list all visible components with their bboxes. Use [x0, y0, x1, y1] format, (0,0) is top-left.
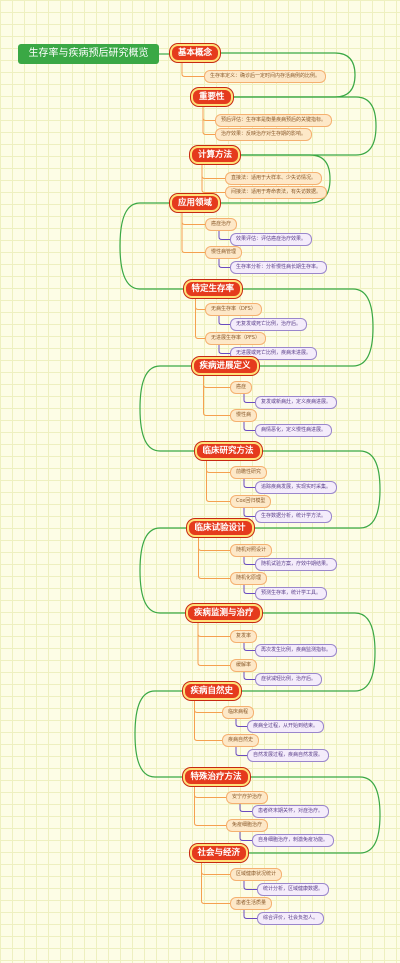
- detail-topic[interactable]: 病情恶化，定义慢性病进展。: [255, 424, 333, 437]
- subtopic[interactable]: 直接法：适用于大样本、少失访情况。: [225, 172, 323, 185]
- section-topic[interactable]: 应用领域: [170, 194, 221, 212]
- detail-topic[interactable]: 无进展或死亡比例，疾病未进展。: [230, 347, 318, 360]
- subtopic[interactable]: 疾病自然史: [222, 734, 260, 747]
- spine-link: [230, 96, 377, 156]
- subtopic[interactable]: 复发率: [230, 630, 258, 643]
- detail-topic[interactable]: 综合评价，社会负担人。: [257, 912, 325, 925]
- detail-topic[interactable]: 患者终末期关怀，对症治疗。: [252, 805, 330, 818]
- spine-link: [213, 154, 331, 204]
- subtopic[interactable]: 癌症: [230, 381, 253, 394]
- spine-link: [234, 776, 381, 854]
- subtopic[interactable]: 无进展生存率（PFS）: [205, 332, 266, 345]
- section-topic[interactable]: 计算方法: [190, 146, 241, 164]
- section-topic[interactable]: 临床试验设计: [186, 519, 254, 537]
- subtopic[interactable]: 临床病程: [222, 706, 255, 719]
- subtopic[interactable]: Cox回归模型: [230, 495, 272, 508]
- section-topic[interactable]: 特定生存率: [183, 280, 243, 298]
- spine-link: [119, 202, 195, 290]
- section-topic[interactable]: 疾病自然史: [182, 682, 242, 700]
- subtopic[interactable]: 无病生存率（DFS）: [205, 303, 262, 316]
- detail-topic[interactable]: 疾病全过程，从开始到结束。: [247, 720, 325, 733]
- subtopic[interactable]: 安宁疗护治疗: [226, 791, 269, 804]
- detail-topic[interactable]: 追踪疾病发展，实现实时采集。: [255, 481, 338, 494]
- section-topic[interactable]: 基本概念: [170, 44, 221, 62]
- section-topic[interactable]: 社会与经济: [189, 844, 249, 862]
- detail-topic[interactable]: 自然发展过程，疾病自然发展。: [247, 749, 330, 762]
- detail-topic[interactable]: 自身细胞治疗，刺激免疫功能。: [252, 834, 335, 847]
- subtopic[interactable]: 区域健康状况统计: [230, 868, 283, 881]
- detail-topic[interactable]: 随机试验方案，疗效中期结果。: [255, 558, 338, 571]
- subtopic[interactable]: 患者生活质量: [230, 897, 273, 910]
- subtopic[interactable]: 随机化原理: [230, 572, 268, 585]
- subtopic[interactable]: 前瞻性研究: [230, 466, 268, 479]
- spine-link: [231, 288, 374, 367]
- detail-topic[interactable]: 复发或新病灶，定义疾病进展。: [255, 396, 338, 409]
- section-topic[interactable]: 疾病进展定义: [191, 357, 259, 375]
- spine-link: [134, 690, 198, 778]
- subtopic[interactable]: 随机对照设计: [230, 544, 273, 557]
- subtopic[interactable]: 慢性病: [230, 409, 258, 422]
- detail-topic[interactable]: 预测生存率，统计学工具。: [255, 587, 328, 600]
- detail-topic[interactable]: 效果评估：评估癌症治疗效果。: [230, 233, 313, 246]
- spine-link: [230, 612, 376, 692]
- subtopic[interactable]: 治疗效果：反映治疗对生存期的影响。: [215, 128, 313, 141]
- root-topic[interactable]: 生存率与疾病预后研究概览: [18, 44, 159, 64]
- subtopic[interactable]: 癌症治疗: [205, 218, 238, 231]
- subtopic[interactable]: 慢性病管理: [205, 246, 243, 259]
- detail-topic[interactable]: 症状减轻比例，治疗后。: [255, 673, 323, 686]
- detail-topic[interactable]: 统计分析，区域健康数据。: [257, 883, 330, 896]
- section-topic[interactable]: 疾病监测与治疗: [186, 604, 262, 622]
- subtopic[interactable]: 缓解率: [230, 659, 258, 672]
- detail-topic[interactable]: 生存率分析：分析慢性病长期生存率。: [230, 261, 328, 274]
- spine-link: [213, 52, 356, 98]
- detail-topic[interactable]: 无复发或死亡比例，治疗后。: [230, 318, 308, 331]
- subtopic[interactable]: 免疫细胞治疗: [226, 819, 269, 832]
- detail-topic[interactable]: 生存数据分析，统计学方法。: [255, 510, 333, 523]
- subtopic[interactable]: 生存率定义：确诊后一定时间内存活病例的比例。: [204, 70, 327, 83]
- subtopic[interactable]: 预后评估：生存率是衡量疾病预后的关键指标。: [215, 114, 333, 127]
- spine-link: [139, 365, 210, 452]
- subtopic[interactable]: 间接法：适用于寿命表法，有失访数据。: [225, 186, 328, 199]
- spine-link: [139, 527, 206, 614]
- detail-topic[interactable]: 再次发生比例，疾病监测指标。: [255, 644, 338, 657]
- section-topic[interactable]: 临床研究方法: [194, 442, 262, 460]
- spine-link: [238, 450, 381, 529]
- section-topic[interactable]: 特殊治疗方法: [182, 768, 250, 786]
- section-topic[interactable]: 重要性: [191, 88, 233, 106]
